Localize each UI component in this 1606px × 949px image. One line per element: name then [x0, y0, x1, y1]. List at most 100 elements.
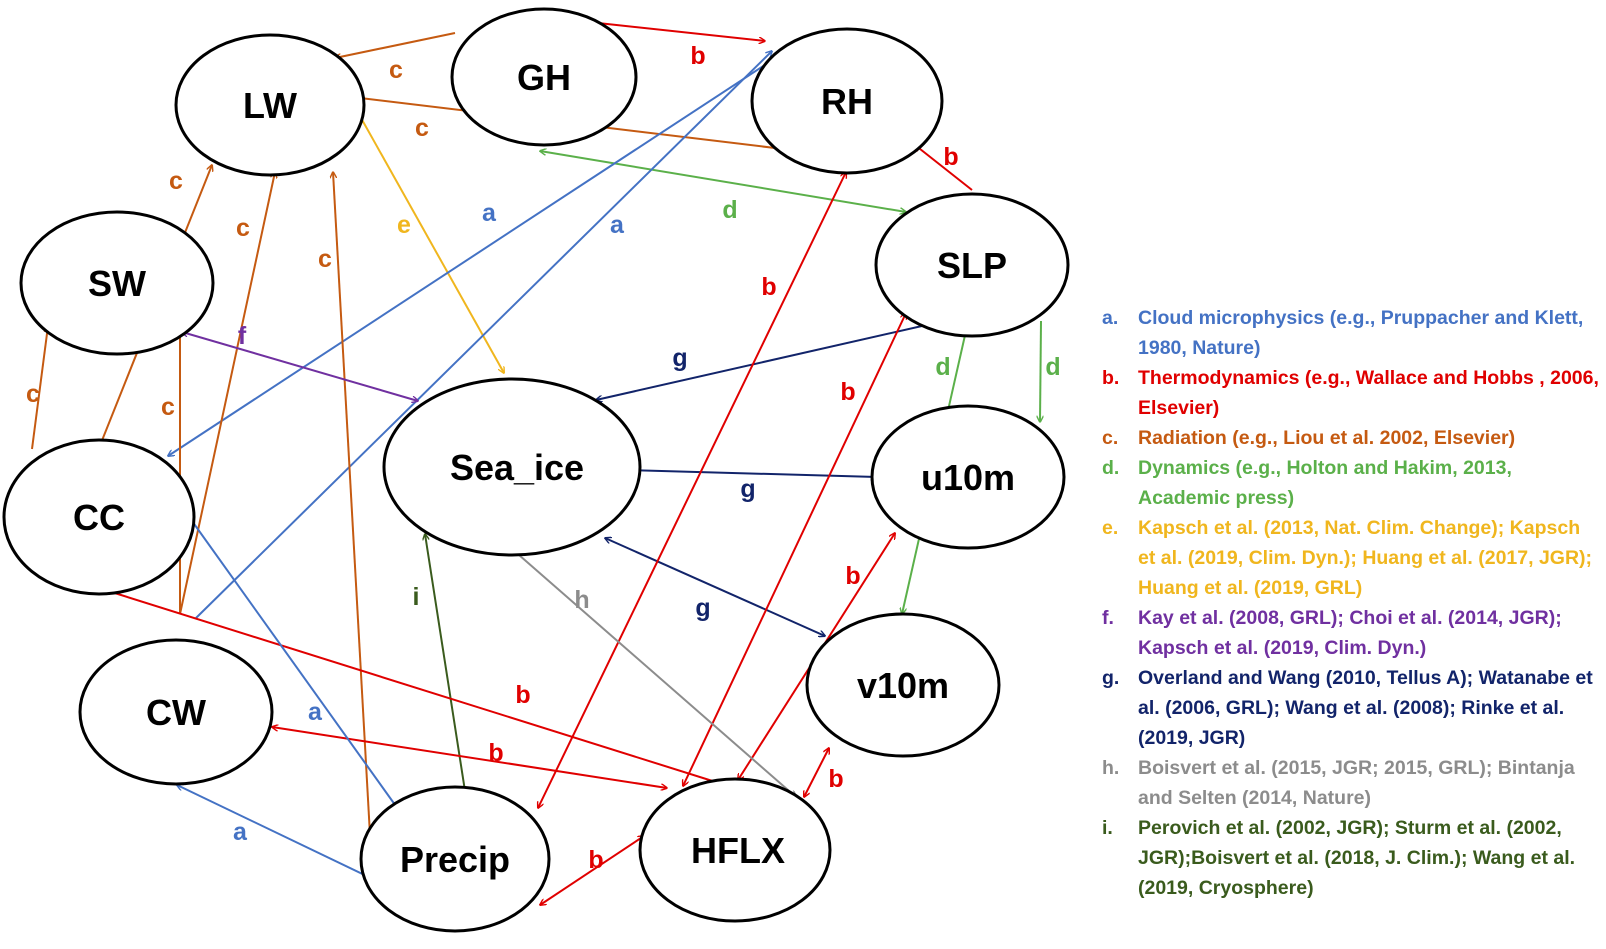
edge-hflx-v10m — [804, 748, 829, 797]
edge-gh-rh — [597, 22, 765, 41]
edge-label-precip-rh: b — [761, 273, 776, 301]
legend-item-g: g. Overland and Wang (2010, Tellus A); W… — [1102, 663, 1602, 753]
node-label-sw: SW — [88, 263, 146, 304]
node-label-precip: Precip — [400, 839, 510, 880]
edge-label-gh-lw: c — [389, 56, 403, 84]
edge-label-seaice-v10m: g — [695, 594, 710, 622]
edge-label-rh-lw: c — [415, 114, 429, 142]
legend-text: Kay et al. (2008, GRL); Choi et al. (201… — [1138, 607, 1562, 659]
node-label-v10m: v10m — [857, 665, 949, 706]
legend-item-f: f. Kay et al. (2008, GRL); Choi et al. (… — [1102, 603, 1602, 663]
node-hflx[interactable]: HFLX — [638, 777, 832, 923]
legend-text: Boisvert et al. (2015, JGR; 2015, GRL); … — [1138, 757, 1575, 809]
edge-label-rh-cc: a — [482, 199, 497, 227]
legend-letter: a. — [1102, 307, 1119, 329]
legend-item-e: e. Kapsch et al. (2013, Nat. Clim. Chang… — [1102, 513, 1602, 603]
legend-item-i: i. Perovich et al. (2002, JGR); Sturm et… — [1102, 813, 1602, 903]
edge-label-slp-u10m: d — [1045, 353, 1060, 381]
node-v10m[interactable]: v10m — [805, 612, 1001, 758]
legend-letter: g. — [1102, 667, 1120, 689]
edge-labels: c b c b d e a a c c c c c f g g g d d b … — [26, 42, 1061, 874]
node-label-sea-ice: Sea_ice — [450, 447, 584, 488]
edge-label-cw-lw: c — [236, 214, 250, 242]
edge-hflx-seaice — [511, 548, 796, 797]
edge-label-hflx-seaice: h — [574, 586, 589, 614]
node-label-gh: GH — [517, 57, 571, 98]
node-label-rh: RH — [821, 81, 873, 122]
legend-letter: f. — [1102, 607, 1114, 629]
edge-label-cc-precip: a — [308, 698, 323, 726]
edge-label-precip-lw: c — [318, 245, 332, 273]
node-label-hflx: HFLX — [691, 830, 785, 871]
legend-letter: d. — [1102, 457, 1120, 479]
node-u10m[interactable]: u10m — [870, 404, 1066, 550]
legend-item-h: h. Boisvert et al. (2015, JGR; 2015, GRL… — [1102, 753, 1602, 813]
node-cc[interactable]: CC — [2, 438, 196, 596]
edge-label-hflx-u10m: b — [845, 562, 860, 590]
legend-letter: i. — [1102, 817, 1113, 839]
edge-label-gh-slp: d — [722, 196, 737, 224]
node-rh[interactable]: RH — [750, 27, 944, 175]
edge-cw-rh — [195, 51, 772, 619]
edge-label-precip-hflx: b — [588, 846, 603, 874]
edge-label-lw-seaice: e — [397, 211, 411, 239]
edge-precip-lw — [333, 172, 372, 854]
edge-label-hflx-slp: b — [840, 378, 855, 406]
legend-text: Dynamics (e.g., Holton and Hakim, 2013, … — [1138, 457, 1512, 509]
legend-text: Cloud microphysics (e.g., Pruppacher and… — [1138, 307, 1584, 359]
node-sea-ice[interactable]: Sea_ice — [382, 377, 642, 557]
node-label-u10m: u10m — [921, 457, 1015, 498]
legend-letter: h. — [1102, 757, 1120, 779]
node-label-lw: LW — [243, 85, 297, 126]
edge-slp-rh — [915, 145, 973, 191]
edge-seaice-slp — [596, 321, 944, 400]
edge-lw-seaice — [356, 109, 504, 373]
legend-text: Kapsch et al. (2013, Nat. Clim. Change);… — [1138, 517, 1593, 599]
edge-gh-lw — [335, 32, 456, 58]
legend-text: Thermodynamics (e.g., Wallace and Hobbs … — [1138, 367, 1599, 419]
node-label-slp: SLP — [937, 245, 1007, 286]
node-slp[interactable]: SLP — [874, 192, 1070, 338]
node-sw[interactable]: SW — [19, 210, 215, 356]
edge-slp-u10m — [1040, 320, 1041, 422]
edge-cc-sw — [31, 326, 48, 450]
edge-cw-hflx — [272, 727, 667, 788]
node-gh[interactable]: GH — [450, 7, 638, 147]
node-lw[interactable]: LW — [174, 33, 366, 177]
node-label-cw: CW — [146, 692, 206, 733]
edge-label-sw-seaice: f — [238, 322, 247, 350]
legend-text: Perovich et al. (2002, JGR); Sturm et al… — [1138, 817, 1576, 899]
edge-label-precip-seaice: i — [413, 583, 420, 611]
edge-cc-precip — [191, 520, 398, 809]
edge-precip-hflx — [540, 836, 644, 905]
edge-label-cc-sw: c — [26, 380, 40, 408]
edge-label-hflx-v10m: b — [828, 765, 843, 793]
edge-label-cw-sw: c — [161, 393, 175, 421]
edge-label-cw-rh: a — [610, 211, 625, 239]
legend-item-d: d. Dynamics (e.g., Holton and Hakim, 201… — [1102, 453, 1602, 513]
node-precip[interactable]: Precip — [359, 785, 551, 933]
edge-label-seaice-slp: g — [672, 344, 687, 372]
nodes: GH RH LW SLP SW Sea_ice u10m CC — [2, 7, 1070, 933]
edge-label-seaice-u10m: g — [740, 475, 755, 503]
edge-label-slp-rh: b — [943, 143, 958, 171]
edge-cw-lw — [179, 172, 275, 615]
legend-letter: b. — [1102, 367, 1120, 389]
legend-letter: c. — [1102, 427, 1119, 449]
edge-label-cc-lw: c — [169, 167, 183, 195]
edge-sw-seaice — [182, 332, 418, 401]
legend-item-c: c. Radiation (e.g., Liou et al. 2002, El… — [1102, 423, 1602, 453]
edge-label-cw-hflx: b — [488, 739, 503, 767]
edge-label-slp-v10m: d — [935, 353, 950, 381]
node-cw[interactable]: CW — [78, 638, 274, 786]
node-label-cc: CC — [73, 497, 125, 538]
legend-text: Overland and Wang (2010, Tellus A); Wata… — [1138, 667, 1593, 749]
legend-item-b: b. Thermodynamics (e.g., Wallace and Hob… — [1102, 363, 1602, 423]
edge-label-gh-rh: b — [690, 42, 705, 70]
edge-label-hflx-cc: b — [515, 681, 530, 709]
edge-label-cw-precip: a — [233, 818, 248, 846]
legend-letter: e. — [1102, 517, 1119, 539]
legend-text: Radiation (e.g., Liou et al. 2002, Elsev… — [1138, 427, 1516, 449]
